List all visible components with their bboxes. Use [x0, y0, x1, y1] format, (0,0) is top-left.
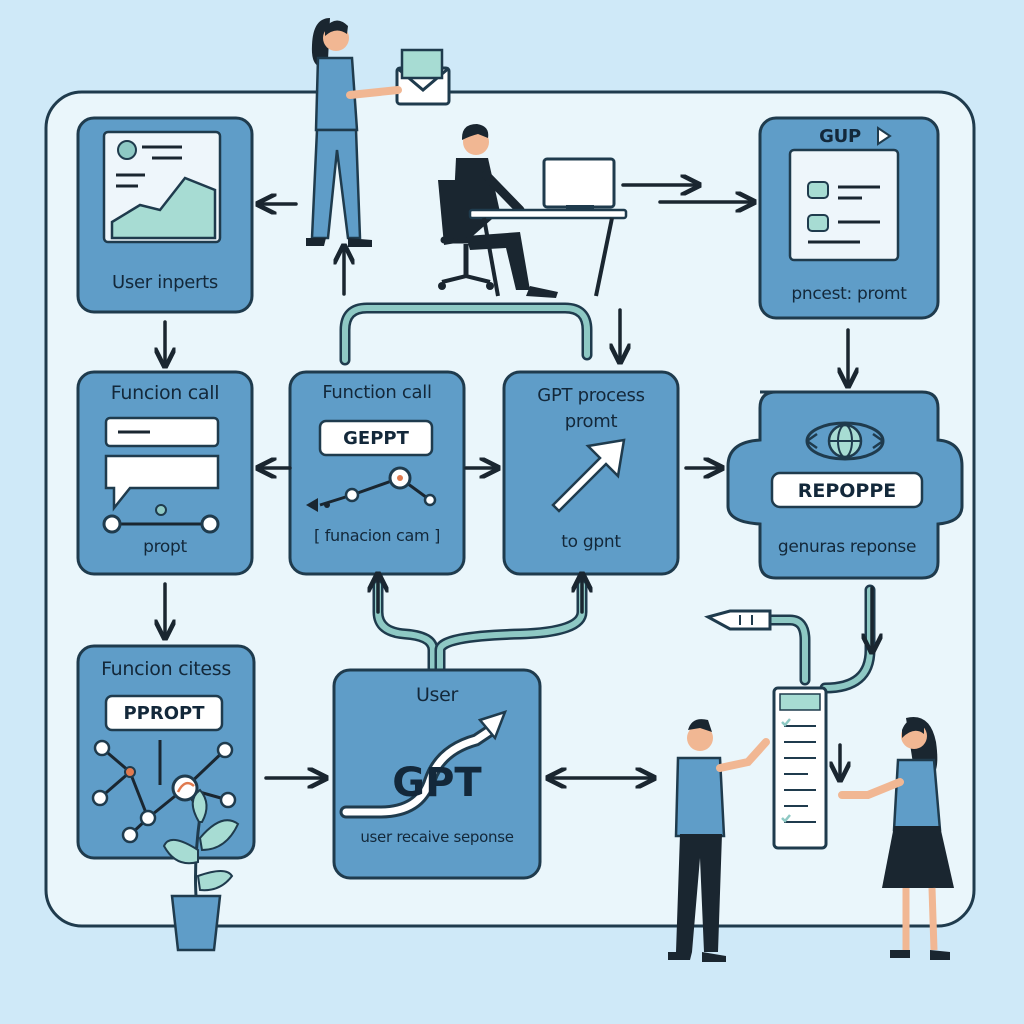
function-call-mid-title: Function call [322, 382, 432, 403]
gup-title: GUP [819, 126, 861, 147]
user-gpt-label: user recaive seponse [360, 828, 514, 846]
box-gpt-process [502, 370, 680, 576]
flow-arrows [165, 185, 872, 778]
man-pointing-figure [668, 719, 770, 962]
user-gpt-center: GPT [392, 760, 482, 806]
hose-nozzle [704, 609, 772, 631]
man-at-laptop-figure [438, 124, 628, 298]
box-gup [758, 116, 940, 320]
gpt-process-title: GPT process [537, 385, 645, 406]
response-label: genuras reponse [777, 537, 917, 557]
user-inputs-label: User inperts [112, 272, 218, 293]
response-pill: REPOPPE [797, 480, 897, 502]
user-gpt-title: User [415, 684, 459, 706]
function-call-left-title: Funcion call [110, 382, 220, 404]
box-user-gpt [332, 668, 542, 880]
gup-label: pncest: promt [791, 284, 907, 304]
function-citess-title: Funcion citess [101, 658, 231, 680]
box-user-inputs [76, 116, 254, 314]
gpt-process-subtitle: promt [564, 411, 618, 432]
function-call-mid-label: [ funacion cam ] [313, 526, 441, 545]
document-scroll [772, 686, 828, 850]
box-function-call-left [76, 370, 254, 576]
box-response [726, 390, 964, 580]
woman-holding-envelope-figure [306, 18, 402, 247]
function-call-mid-pill: GEPPT [343, 428, 409, 449]
function-citess-pill: PPROPT [123, 703, 205, 724]
envelope-icon [395, 48, 451, 106]
potted-plant [162, 788, 240, 952]
pipe-top-loop [339, 302, 593, 366]
function-call-left-label: propt [143, 537, 187, 557]
gpt-process-label: to gpnt [561, 532, 621, 552]
pipe-bottom-split [372, 579, 588, 674]
woman-pointing-figure [838, 717, 954, 960]
box-function-call-mid [288, 370, 466, 576]
